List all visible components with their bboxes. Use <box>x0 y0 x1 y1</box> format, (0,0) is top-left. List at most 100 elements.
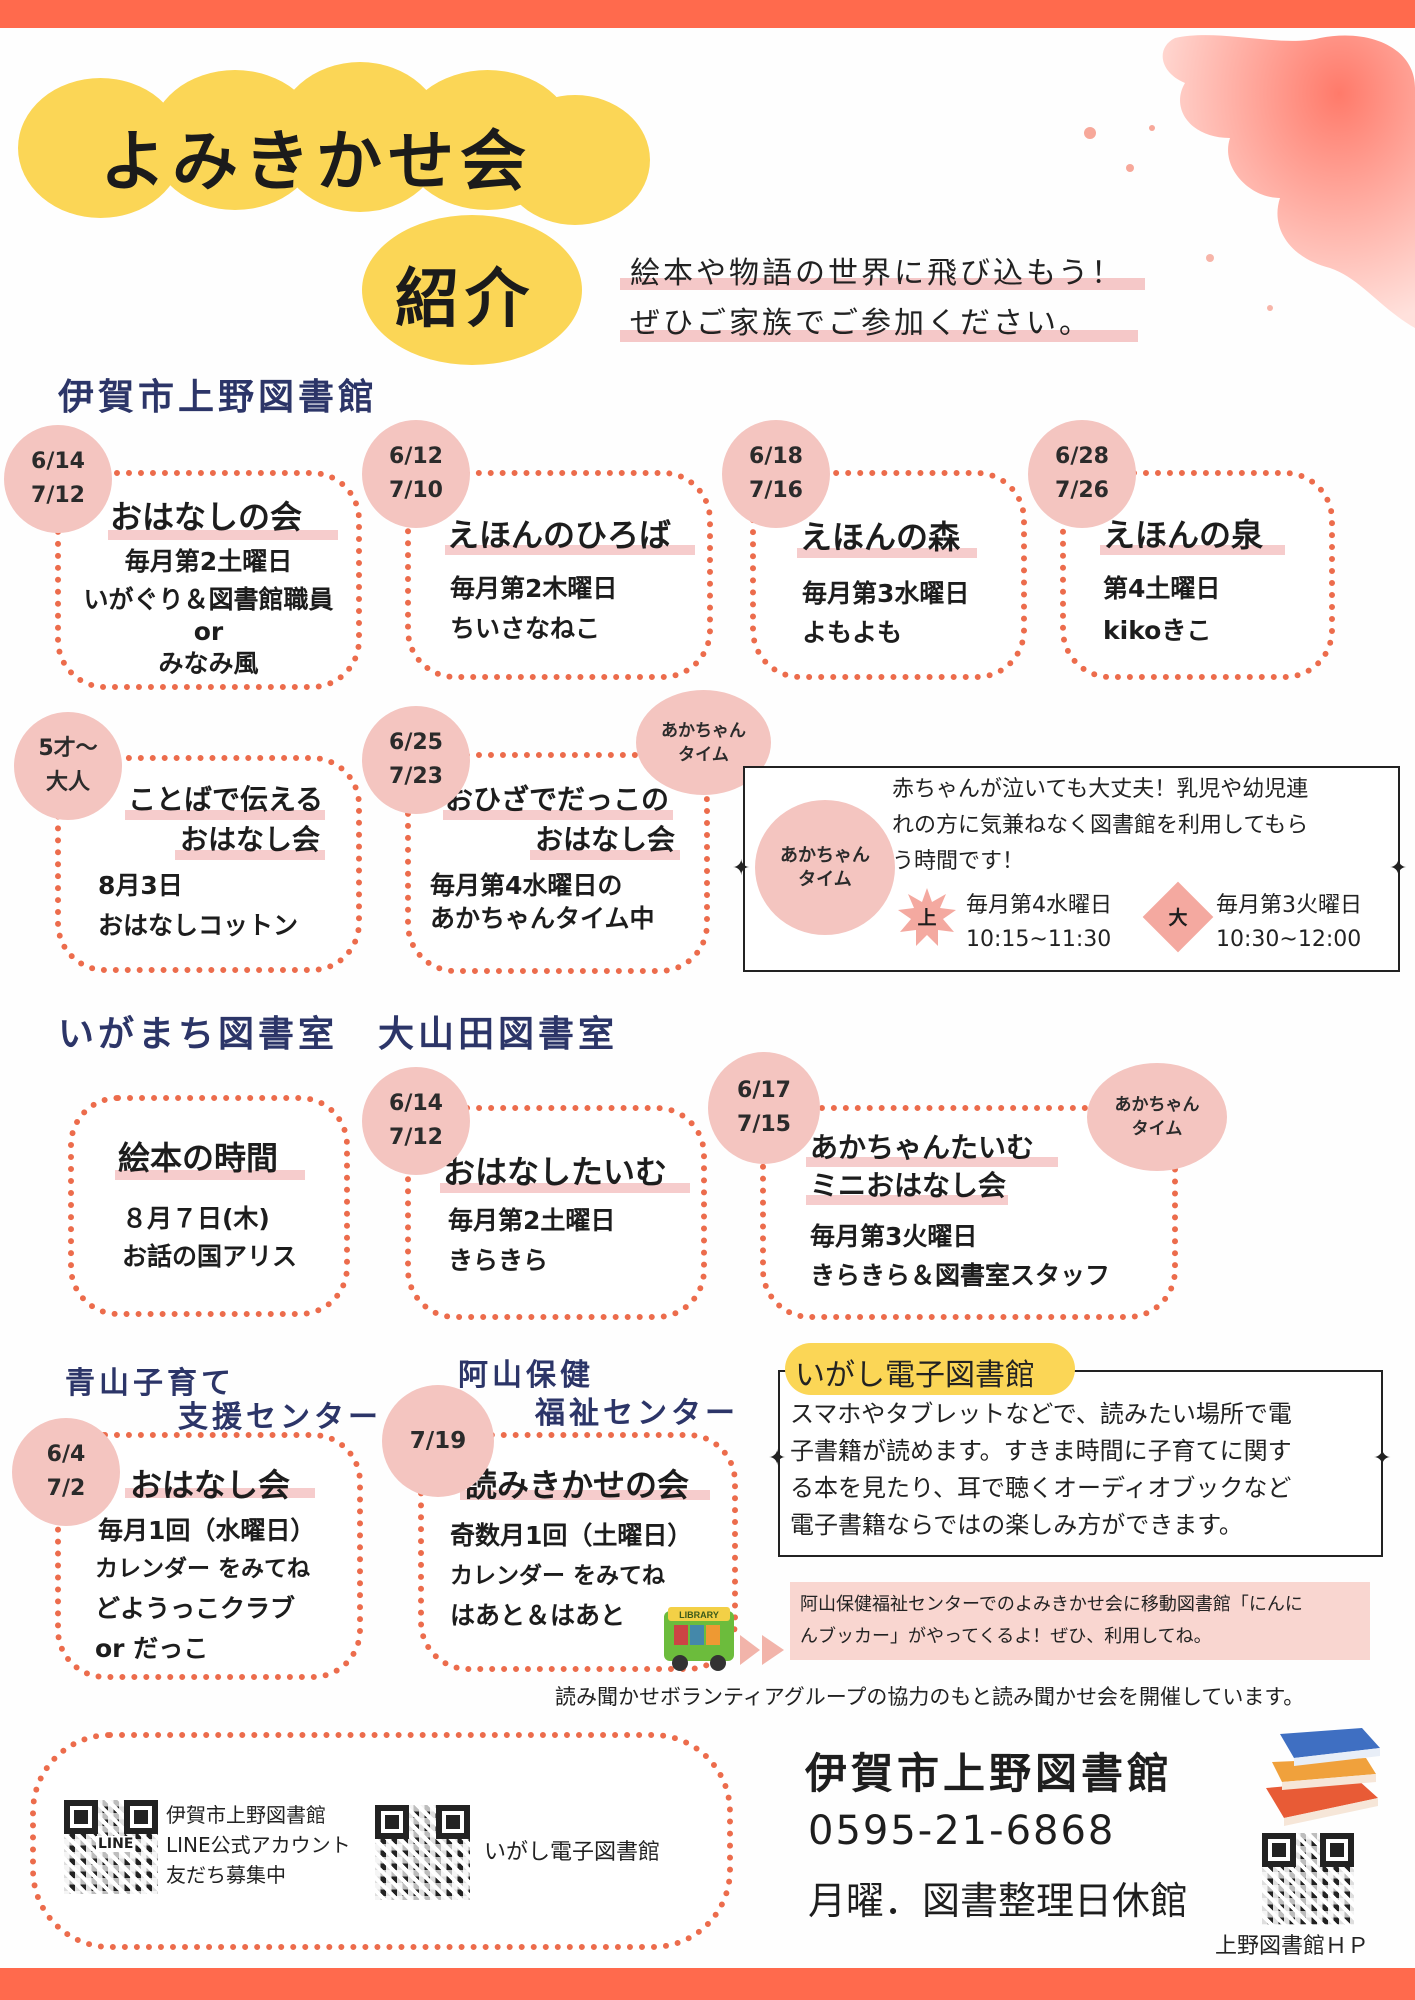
page-subtitle: 紹介 <box>395 263 535 337</box>
event-performer: どようっこクラブ <box>95 1594 296 1623</box>
event-schedule: 毎月1回（水曜日） <box>98 1516 316 1545</box>
baby-time-badge: あかちゃんタイム <box>1087 1063 1227 1171</box>
lead-underline <box>620 278 1145 290</box>
bus-note <box>790 1582 1370 1660</box>
event-title: えほんの森 <box>800 518 961 556</box>
event-title: あかちゃんたいむ <box>810 1131 1035 1164</box>
bus-note-text: んブッカー」がやってくるよ！ぜひ、利用してね。 <box>800 1626 1212 1647</box>
baby-time-badge: あかちゃんタイム <box>755 800 895 935</box>
title-highlight <box>445 545 695 555</box>
hp-label: 上野図書館ＨＰ <box>1215 1934 1370 1959</box>
title-highlight <box>443 810 673 820</box>
section-heading: 阿山保健 <box>458 1358 594 1393</box>
bottom-band <box>0 1968 1415 2000</box>
event-schedule: 毎月第2土曜日 <box>124 547 293 576</box>
arrow-icon <box>740 1635 784 1665</box>
line-account-text: LINE公式アカウント <box>166 1833 351 1857</box>
lead-text: ぜひご家族でご参加ください。 <box>630 306 1092 341</box>
closed-days: 月曜．図書整理日休館 <box>808 1879 1189 1923</box>
event-title: ミニおはなし会 <box>810 1169 1007 1202</box>
event-performer: おはなしコットン <box>98 911 299 940</box>
event-performer: よもよも <box>802 618 903 647</box>
info-time: 10:30~12:00 <box>1216 927 1362 952</box>
page-title: よみきかせ会 <box>100 123 532 200</box>
info-schedule: 毎月第4水曜日 <box>966 893 1112 918</box>
event-schedule: ８月７日(木) <box>122 1204 270 1233</box>
date-badge: 7/19 <box>382 1385 494 1497</box>
info-text: 赤ちゃんが泣いても大丈夫！乳児や幼児連 <box>892 777 1309 802</box>
svg-text:LIBRARY: LIBRARY <box>679 1610 719 1620</box>
title-highlight <box>115 1170 305 1180</box>
title-highlight <box>460 1490 710 1500</box>
event-schedule: 毎月第4水曜日の <box>430 871 623 900</box>
event-title: おはなし会 <box>130 1466 291 1504</box>
event-title: おはなし会 <box>180 823 321 856</box>
line-logo: LINE <box>96 1836 136 1852</box>
ebook-qr-code[interactable] <box>375 1805 470 1900</box>
event-performer: いがぐり＆図書館職員 <box>83 585 334 614</box>
event-schedule: 毎月第2木曜日 <box>450 574 618 603</box>
event-schedule: 毎月第3水曜日 <box>802 579 970 608</box>
top-band <box>0 0 1415 28</box>
ebook-text: 電子書籍ならではの楽しみ方ができます。 <box>790 1511 1243 1539</box>
ebook-text: 子書籍が読めます。すきま時間に子育てに関す <box>790 1437 1292 1465</box>
event-title: おはなしの会 <box>110 498 303 536</box>
ebook-text: スマホやタブレットなどで、読みたい場所で電 <box>790 1400 1292 1428</box>
age-badge: 5才～大人 <box>14 712 122 820</box>
event-title: おひざでだっこの <box>445 783 670 816</box>
title-highlight <box>530 850 680 860</box>
phone-number[interactable]: 0595-21-6868 <box>808 1808 1116 1854</box>
info-schedule: 毎月第3火曜日 <box>1216 893 1362 918</box>
dai-mark: 大 <box>1168 907 1188 929</box>
event-title: 読みきかせの会 <box>465 1466 690 1504</box>
event-schedule: 毎月第3火曜日 <box>810 1222 978 1251</box>
section-heading: 伊賀市上野図書館 <box>58 377 379 418</box>
star-icon: ✦ <box>1373 1446 1392 1471</box>
event-performer: ちいさなねこ <box>450 614 601 643</box>
event-performer: or だっこ <box>95 1634 209 1663</box>
star-icon: ✦ <box>768 1446 787 1471</box>
hp-qr-code[interactable] <box>1262 1833 1354 1925</box>
event-card <box>55 470 362 690</box>
event-performer: あかちゃんタイム中 <box>430 904 655 933</box>
lead-text: 絵本や物語の世界に飛び込もう！ <box>630 256 1125 291</box>
title-highlight <box>125 810 325 820</box>
line-account-text: 友だち募集中 <box>166 1863 286 1887</box>
event-title: ことばで伝える <box>128 783 324 816</box>
title-highlight <box>806 1195 1008 1205</box>
event-performer: or <box>193 617 224 646</box>
info-text: れの方に気兼ねなく図書館を利用してもら <box>892 813 1309 838</box>
event-card <box>68 1095 350 1317</box>
event-title: えほんのひろば <box>447 516 672 554</box>
books-icon <box>1266 1728 1380 1826</box>
star-icon: ✦ <box>732 856 751 881</box>
event-performer: きらきら＆図書室スタッフ <box>810 1261 1111 1290</box>
ebook-info <box>778 1370 1383 1557</box>
ebook-qr-label: いがし電子図書館 <box>484 1840 661 1865</box>
starburst-icon <box>898 888 956 946</box>
event-note: カレンダー をみてね <box>95 1556 311 1582</box>
title-highlight <box>125 1488 315 1498</box>
subtitle-blob <box>362 215 582 365</box>
ebook-text: る本を見たり、耳で聴くオーディオブックなど <box>790 1474 1292 1502</box>
info-text: う時間です！ <box>892 849 1025 874</box>
library-name: 伊賀市上野図書館 <box>805 1749 1174 1798</box>
section-heading: いがまち図書室 大山田図書室 <box>58 1014 619 1055</box>
title-highlight <box>175 850 325 860</box>
event-title: 絵本の時間 <box>118 1139 279 1177</box>
event-title: おはなしたいむ <box>443 1153 668 1191</box>
ebook-title: いがし電子図書館 <box>795 1358 1035 1393</box>
event-schedule: 奇数月1回（土曜日） <box>450 1521 693 1550</box>
title-highlight <box>440 1183 690 1193</box>
bus-note-text: 阿山保健福祉センターでのよみきかせ会に移動図書館「にんに <box>800 1594 1303 1615</box>
event-performer: みなみ風 <box>158 649 259 678</box>
event-schedule: 8月3日 <box>98 871 183 900</box>
section-heading: 支援センター <box>178 1400 382 1435</box>
